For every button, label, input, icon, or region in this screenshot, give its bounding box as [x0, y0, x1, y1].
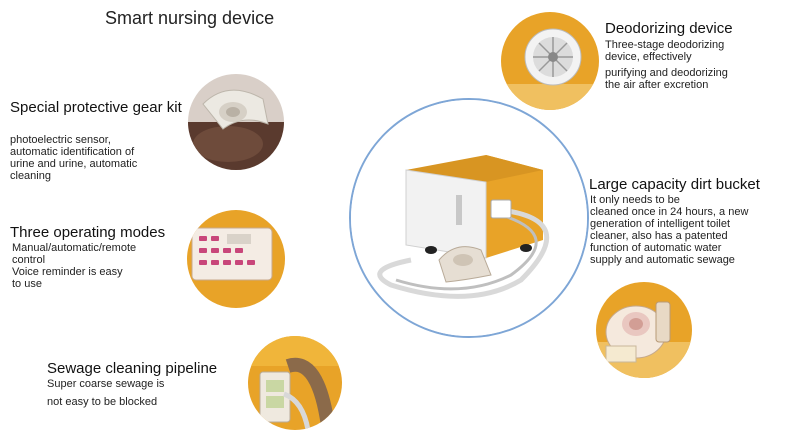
- dirt-bucket-text: It only needs to be cleaned once in 24 h…: [590, 194, 749, 266]
- control-panel-image: [187, 210, 285, 308]
- deodorizing-text-1: Three-stage deodorizing device, effectiv…: [605, 39, 725, 63]
- main-device-image: [349, 98, 589, 338]
- protective-gear-heading: Special protective gear kit: [10, 99, 182, 116]
- deodorizing-device-image: [501, 12, 599, 110]
- sewage-pipeline-image: [248, 336, 342, 430]
- deodorizing-text-2: purifying and deodorizing the air after …: [605, 67, 728, 91]
- operating-modes-heading: Three operating modes: [10, 224, 166, 241]
- sewage-pipeline-heading: Sewage cleaning pipeline: [47, 360, 218, 377]
- dirt-bucket-image: [596, 282, 692, 378]
- deodorizing-heading: Deodorizing device: [605, 20, 733, 37]
- operating-modes-text: Manual/automatic/remote control Voice re…: [12, 242, 137, 290]
- dirt-bucket-heading: Large capacity dirt bucket: [589, 176, 760, 193]
- page-title: Smart nursing device: [105, 8, 275, 28]
- protective-gear-text: photoelectric sensor, automatic identifi…: [10, 134, 138, 182]
- protective-gear-image: [188, 74, 284, 170]
- sewage-pipeline-text-2: not easy to be blocked: [47, 396, 158, 408]
- sewage-pipeline-text-1: Super coarse sewage is: [47, 378, 165, 390]
